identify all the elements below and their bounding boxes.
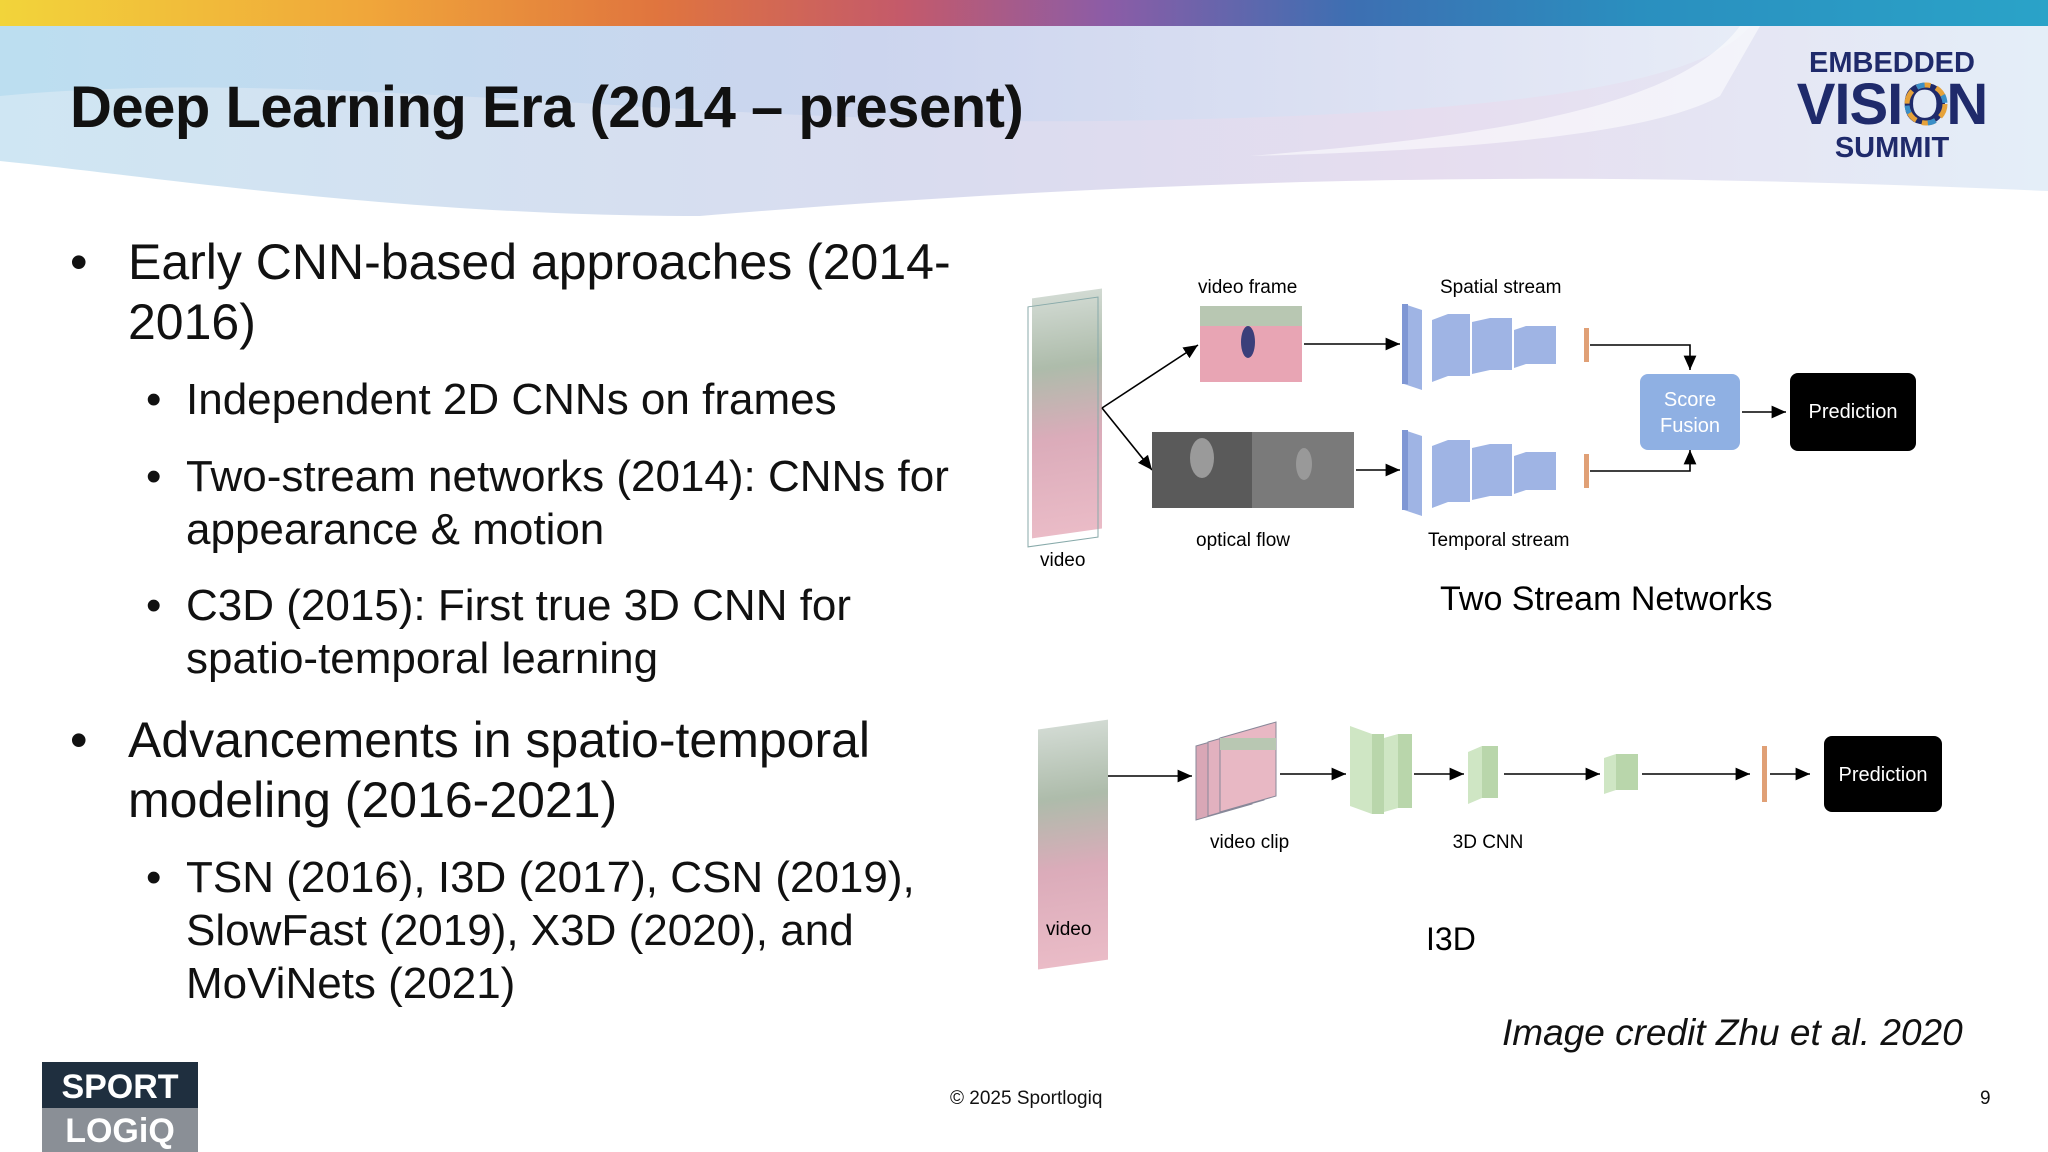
svg-text:VISION: VISION xyxy=(1797,72,1988,137)
copyright-footer: © 2025 Sportlogiq xyxy=(950,1088,1103,1109)
slide-title: Deep Learning Era (2014 – present) xyxy=(70,75,1024,140)
spatial-cnn-blocks xyxy=(1402,304,1556,390)
prediction-text-1: Prediction xyxy=(1809,401,1898,423)
image-credit: Image credit Zhu et al. 2020 xyxy=(1502,1012,1963,1053)
score-fusion-box xyxy=(1640,374,1740,450)
architecture-diagram: video video frame optical flow Spatial s… xyxy=(1027,277,1942,970)
bullet-level2: •Independent 2D CNNs on frames xyxy=(146,375,837,424)
bullet-level1: •Advancements in spatio-temporal modelin… xyxy=(70,711,871,828)
prediction-box-1 xyxy=(1790,373,1916,451)
temporal-stream-label: Temporal stream xyxy=(1428,530,1570,551)
svg-text:LOGiQ: LOGiQ xyxy=(65,1112,175,1150)
bullet-list: •Early CNN-based approaches (2014-2016) … xyxy=(70,232,990,1034)
svg-text:SPORT: SPORT xyxy=(61,1068,178,1106)
bullet-level2: •Two-stream networks (2014): CNNs for ap… xyxy=(146,451,949,554)
spatial-stream-label: Spatial stream xyxy=(1440,277,1561,298)
prediction-box-2 xyxy=(1824,736,1942,812)
prediction-text-2: Prediction xyxy=(1839,764,1928,786)
sportlogiq-logo: SPORT LOGiQ xyxy=(42,1062,198,1152)
i3d-video-stack xyxy=(1038,719,1108,970)
score-fusion-text-1: Score xyxy=(1664,389,1716,411)
video-clip-label: video clip xyxy=(1210,832,1289,853)
header-banner xyxy=(0,26,2048,216)
page-number: 9 xyxy=(1980,1088,1991,1109)
i3d-video-label: video xyxy=(1046,919,1091,940)
score-fusion-text-2: Fusion xyxy=(1660,415,1720,437)
bullet-level2: •C3D (2015): First true 3D CNN for spati… xyxy=(146,581,852,684)
video-clip-frames xyxy=(1195,721,1277,821)
svg-text:EMBEDDED: EMBEDDED xyxy=(1809,47,1975,79)
two-stream-video-stack xyxy=(1027,288,1102,548)
i3d-cnn-blocks xyxy=(1350,726,1638,814)
embedded-vision-summit-logo: EMBEDDED VISION SUMMIT xyxy=(1797,47,1989,164)
bullet-level1: •Early CNN-based approaches (2014-2016) xyxy=(70,234,951,350)
i3d-title: I3D xyxy=(1426,921,1476,957)
two-stream-video-label: video xyxy=(1040,550,1085,571)
bullet-level2: •TSN (2016), I3D (2017), CSN (2019), Slo… xyxy=(146,852,915,1008)
video-frame-label: video frame xyxy=(1198,277,1297,298)
arrow-to-frame xyxy=(1101,344,1199,409)
svg-text:SUMMIT: SUMMIT xyxy=(1835,132,1950,164)
optical-flow-label: optical flow xyxy=(1196,530,1290,551)
two-stream-title: Two Stream Networks xyxy=(1440,580,1773,618)
temporal-cnn-blocks xyxy=(1402,430,1556,516)
arrow-to-flow xyxy=(1101,407,1153,471)
top-gradient-bar xyxy=(0,0,2048,26)
3d-cnn-label: 3D CNN xyxy=(1453,832,1524,853)
